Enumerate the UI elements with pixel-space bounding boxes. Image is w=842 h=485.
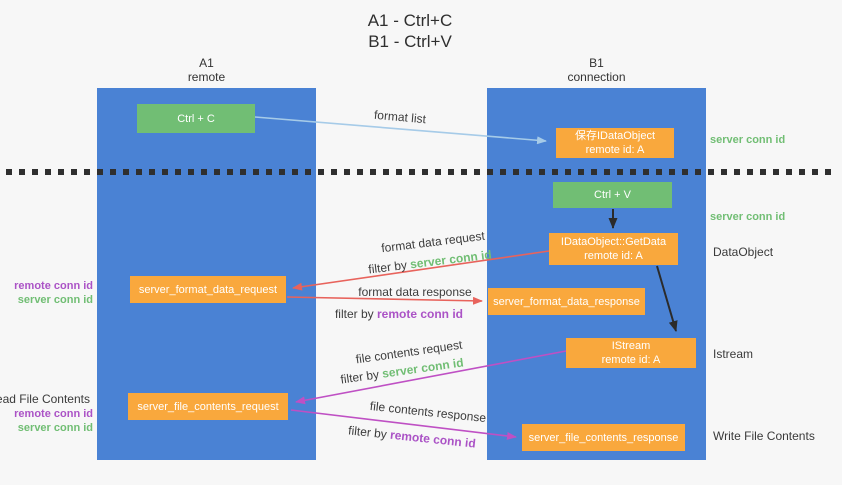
node-server-format-data-request: server_format_data_request (130, 276, 286, 303)
left-remote-conn-id-bottom: remote conn id (14, 408, 93, 420)
node-istream-line1: IStream (611, 340, 651, 352)
node-server-file-contents-request: server_file_contents_request (128, 393, 288, 420)
left-server-conn-id-bottom: server conn id (17, 422, 93, 434)
right-label-write-file-contents: Write File Contents (713, 429, 815, 443)
left-label-conn-ids-bottom: remote conn id server conn id (14, 407, 93, 435)
remote-conn-id-text: remote conn id (389, 427, 477, 451)
node-server-format-data-response: server_format_data_response (488, 288, 645, 315)
node-server-file-contents-response-label: server_file_contents_response (528, 431, 679, 444)
right-label-istream: Istream (713, 347, 754, 361)
left-remote-conn-id-top: remote conn id (14, 280, 93, 292)
node-server-file-contents-response: server_file_contents_response (522, 424, 685, 451)
filter-by-text: filter by (334, 307, 374, 321)
node-save-idataobject-line2: remote id: A (585, 144, 645, 156)
node-ctrl-v: Ctrl + V (553, 182, 672, 208)
node-istream: IStream remote id: A (566, 338, 696, 368)
title-line-1: A1 - Ctrl+C (367, 11, 453, 30)
node-ctrl-c-label: Ctrl + C (177, 112, 215, 125)
node-ctrl-c: Ctrl + C (137, 104, 255, 133)
left-server-conn-id-top: server conn id (17, 294, 93, 306)
title-line-2: B1 - Ctrl+V (368, 32, 452, 51)
column-header-a1: A1 remote (97, 56, 316, 84)
column-header-b1: B1 connection (487, 56, 706, 84)
right-label-dataobject: DataObject (713, 245, 774, 259)
column-a1-name: A1 (199, 56, 214, 70)
remote-conn-id-text: remote conn id (377, 307, 464, 321)
edge-label-filter-remote-conn-id-2: filter by remote conn id (322, 421, 502, 454)
node-save-idataobject: 保存IDataObject remote id: A (556, 128, 674, 158)
node-istream-line2: remote id: A (601, 354, 661, 366)
filter-by-text: filter by (339, 367, 380, 387)
column-a1-subtitle: remote (187, 70, 226, 84)
edge-label-filter-remote-conn-id-1: filter by remote conn id (309, 307, 489, 321)
server-conn-id-text: server conn id (409, 247, 493, 272)
left-label-conn-ids-top: remote conn id server conn id (14, 279, 93, 307)
node-idataobject-getdata-line2: remote id: A (584, 250, 643, 262)
edge-label-file-contents-response: file contents response (369, 398, 487, 426)
edge-label-format-data-response: format data response (358, 285, 472, 299)
filter-by-text: filter by (367, 257, 408, 277)
diagram-title: A1 - Ctrl+C B1 - Ctrl+V (280, 10, 540, 52)
node-idataobject-getdata: IDataObject::GetData remote id: A (549, 233, 678, 265)
dotted-divider-line (6, 169, 836, 175)
node-ctrl-v-label: Ctrl + V (594, 189, 631, 201)
left-label-read-file-contents: Read File Contents (0, 392, 90, 406)
node-server-file-contents-request-label: server_file_contents_request (137, 400, 279, 413)
node-idataobject-getdata-line1: IDataObject::GetData (560, 236, 667, 248)
right-label-server-conn-id-mid: server conn id (710, 211, 786, 223)
node-server-format-data-response-label: server_format_data_response (493, 295, 640, 308)
column-b1-subtitle: connection (567, 70, 626, 84)
filter-by-text: filter by (347, 423, 388, 442)
node-save-idataobject-line1: 保存IDataObject (574, 130, 656, 142)
node-server-format-data-request-label: server_format_data_request (138, 283, 278, 296)
column-b1-name: B1 (589, 56, 604, 70)
right-label-server-conn-id-top: server conn id (710, 134, 786, 146)
edge-label-format-list: format list (373, 107, 427, 127)
